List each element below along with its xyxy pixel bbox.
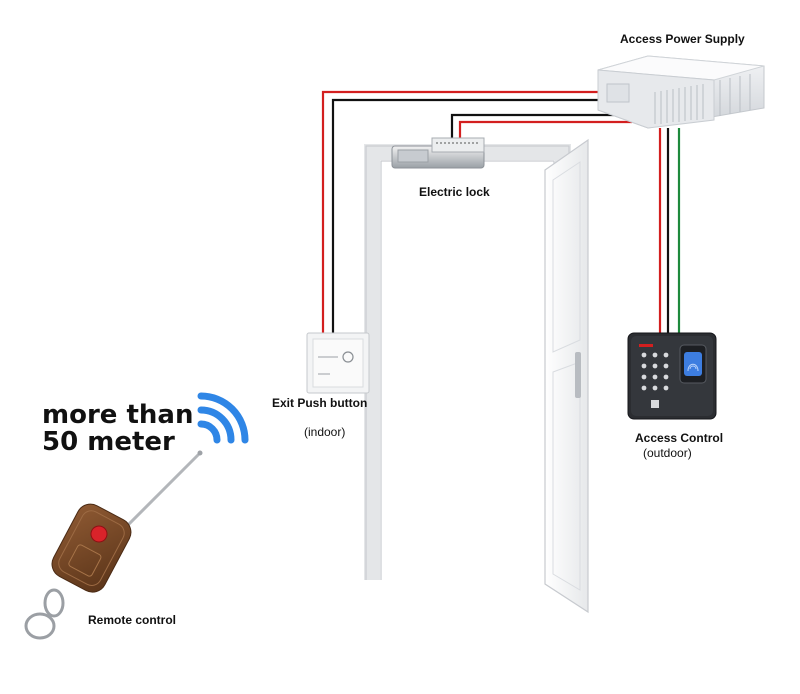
- access-control-label: Access Control: [635, 431, 724, 445]
- power-supply-label: Access Power Supply: [620, 32, 745, 46]
- door-frame: [364, 144, 571, 580]
- door-leaf: [544, 138, 589, 614]
- wire-black-exit-button: [331, 98, 605, 333]
- wireless-signal-icon: [197, 392, 249, 444]
- exit-button-label: Exit Push button: [272, 396, 368, 410]
- wire-black-lock: [450, 113, 630, 145]
- access-control-note: (outdoor): [643, 446, 692, 460]
- wire-red-lock: [458, 120, 632, 145]
- remote-control-device: [24, 450, 203, 640]
- electric-lock-device: [391, 137, 485, 169]
- keyring-icon: [24, 588, 65, 640]
- remote-button: [90, 525, 108, 543]
- exit-push-button-device: [306, 332, 370, 394]
- power-supply-box: [597, 55, 765, 129]
- wire-red-exit-button: [321, 90, 600, 333]
- remote-control-label: Remote control: [88, 613, 177, 627]
- access-control-keypad: [627, 332, 717, 420]
- door-handle: [575, 352, 581, 398]
- wires: [321, 90, 681, 333]
- electric-lock-label: Electric lock: [419, 185, 490, 199]
- fingerprint-sensor-icon: [679, 344, 707, 384]
- exit-button-note: (indoor): [304, 425, 346, 439]
- range-line-2: 50 meter: [42, 427, 175, 457]
- range-line-1: more than: [42, 400, 194, 430]
